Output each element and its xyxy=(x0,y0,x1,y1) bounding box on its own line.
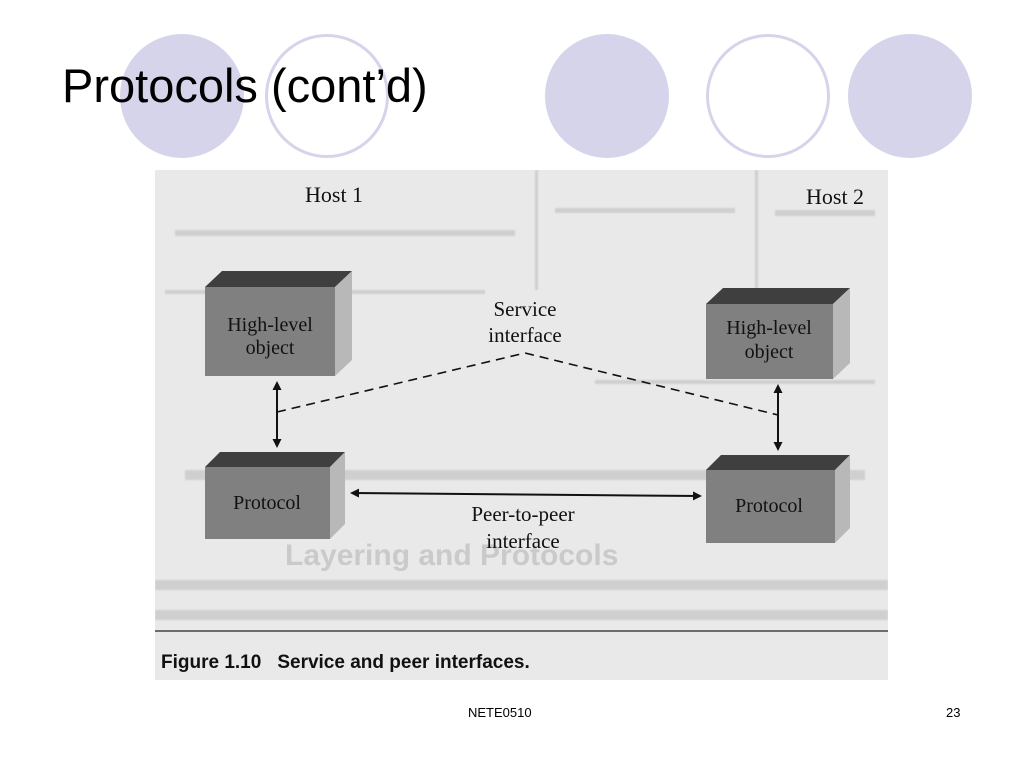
slide-title: Protocols (cont’d) xyxy=(62,59,428,112)
service-interface-line1: Service xyxy=(494,297,557,321)
figure-service-peer-interfaces: Layering and Protocols Host 1 Host 2 Hig… xyxy=(155,170,888,680)
right-high-level-object-box: High-level object xyxy=(706,288,850,379)
service-interface-dashed-line xyxy=(276,352,779,416)
figure-caption-number: Figure 1.10 xyxy=(161,652,261,673)
peer-interface-line1: Peer-to-peer xyxy=(471,502,574,526)
peer-to-peer-arrow xyxy=(350,488,702,501)
decorative-circle-5 xyxy=(848,34,972,158)
right-protocol-box: Protocol xyxy=(706,455,850,543)
footer-course-code: NETE0510 xyxy=(468,705,532,720)
left-top-box-line1: High-level xyxy=(227,314,313,336)
decorative-circle-2 xyxy=(265,34,389,158)
slide-page-number: 23 xyxy=(946,705,961,720)
right-protocol-label: Protocol xyxy=(735,495,803,517)
right-top-box-line2: object xyxy=(745,341,794,363)
decorative-circle-3 xyxy=(545,34,669,158)
left-protocol-box: Protocol xyxy=(205,452,345,539)
host2-label: Host 2 xyxy=(806,184,864,209)
decorative-circle-1 xyxy=(120,34,244,158)
figure-caption: Figure 1.10 Service and peer interfaces. xyxy=(161,652,530,673)
left-top-box-line2: object xyxy=(246,337,295,359)
decorative-circle-4 xyxy=(706,34,830,158)
left-high-level-object-box: High-level object xyxy=(205,271,352,376)
bleed-heading: Layering and Protocols xyxy=(285,539,618,572)
host1-label: Host 1 xyxy=(305,182,363,207)
left-protocol-label: Protocol xyxy=(233,492,301,514)
right-top-box-line1: High-level xyxy=(726,317,812,339)
figure-caption-text: Service and peer interfaces. xyxy=(277,652,529,673)
peer-interface-line2: interface xyxy=(486,529,559,553)
service-interface-line2: interface xyxy=(488,323,561,347)
